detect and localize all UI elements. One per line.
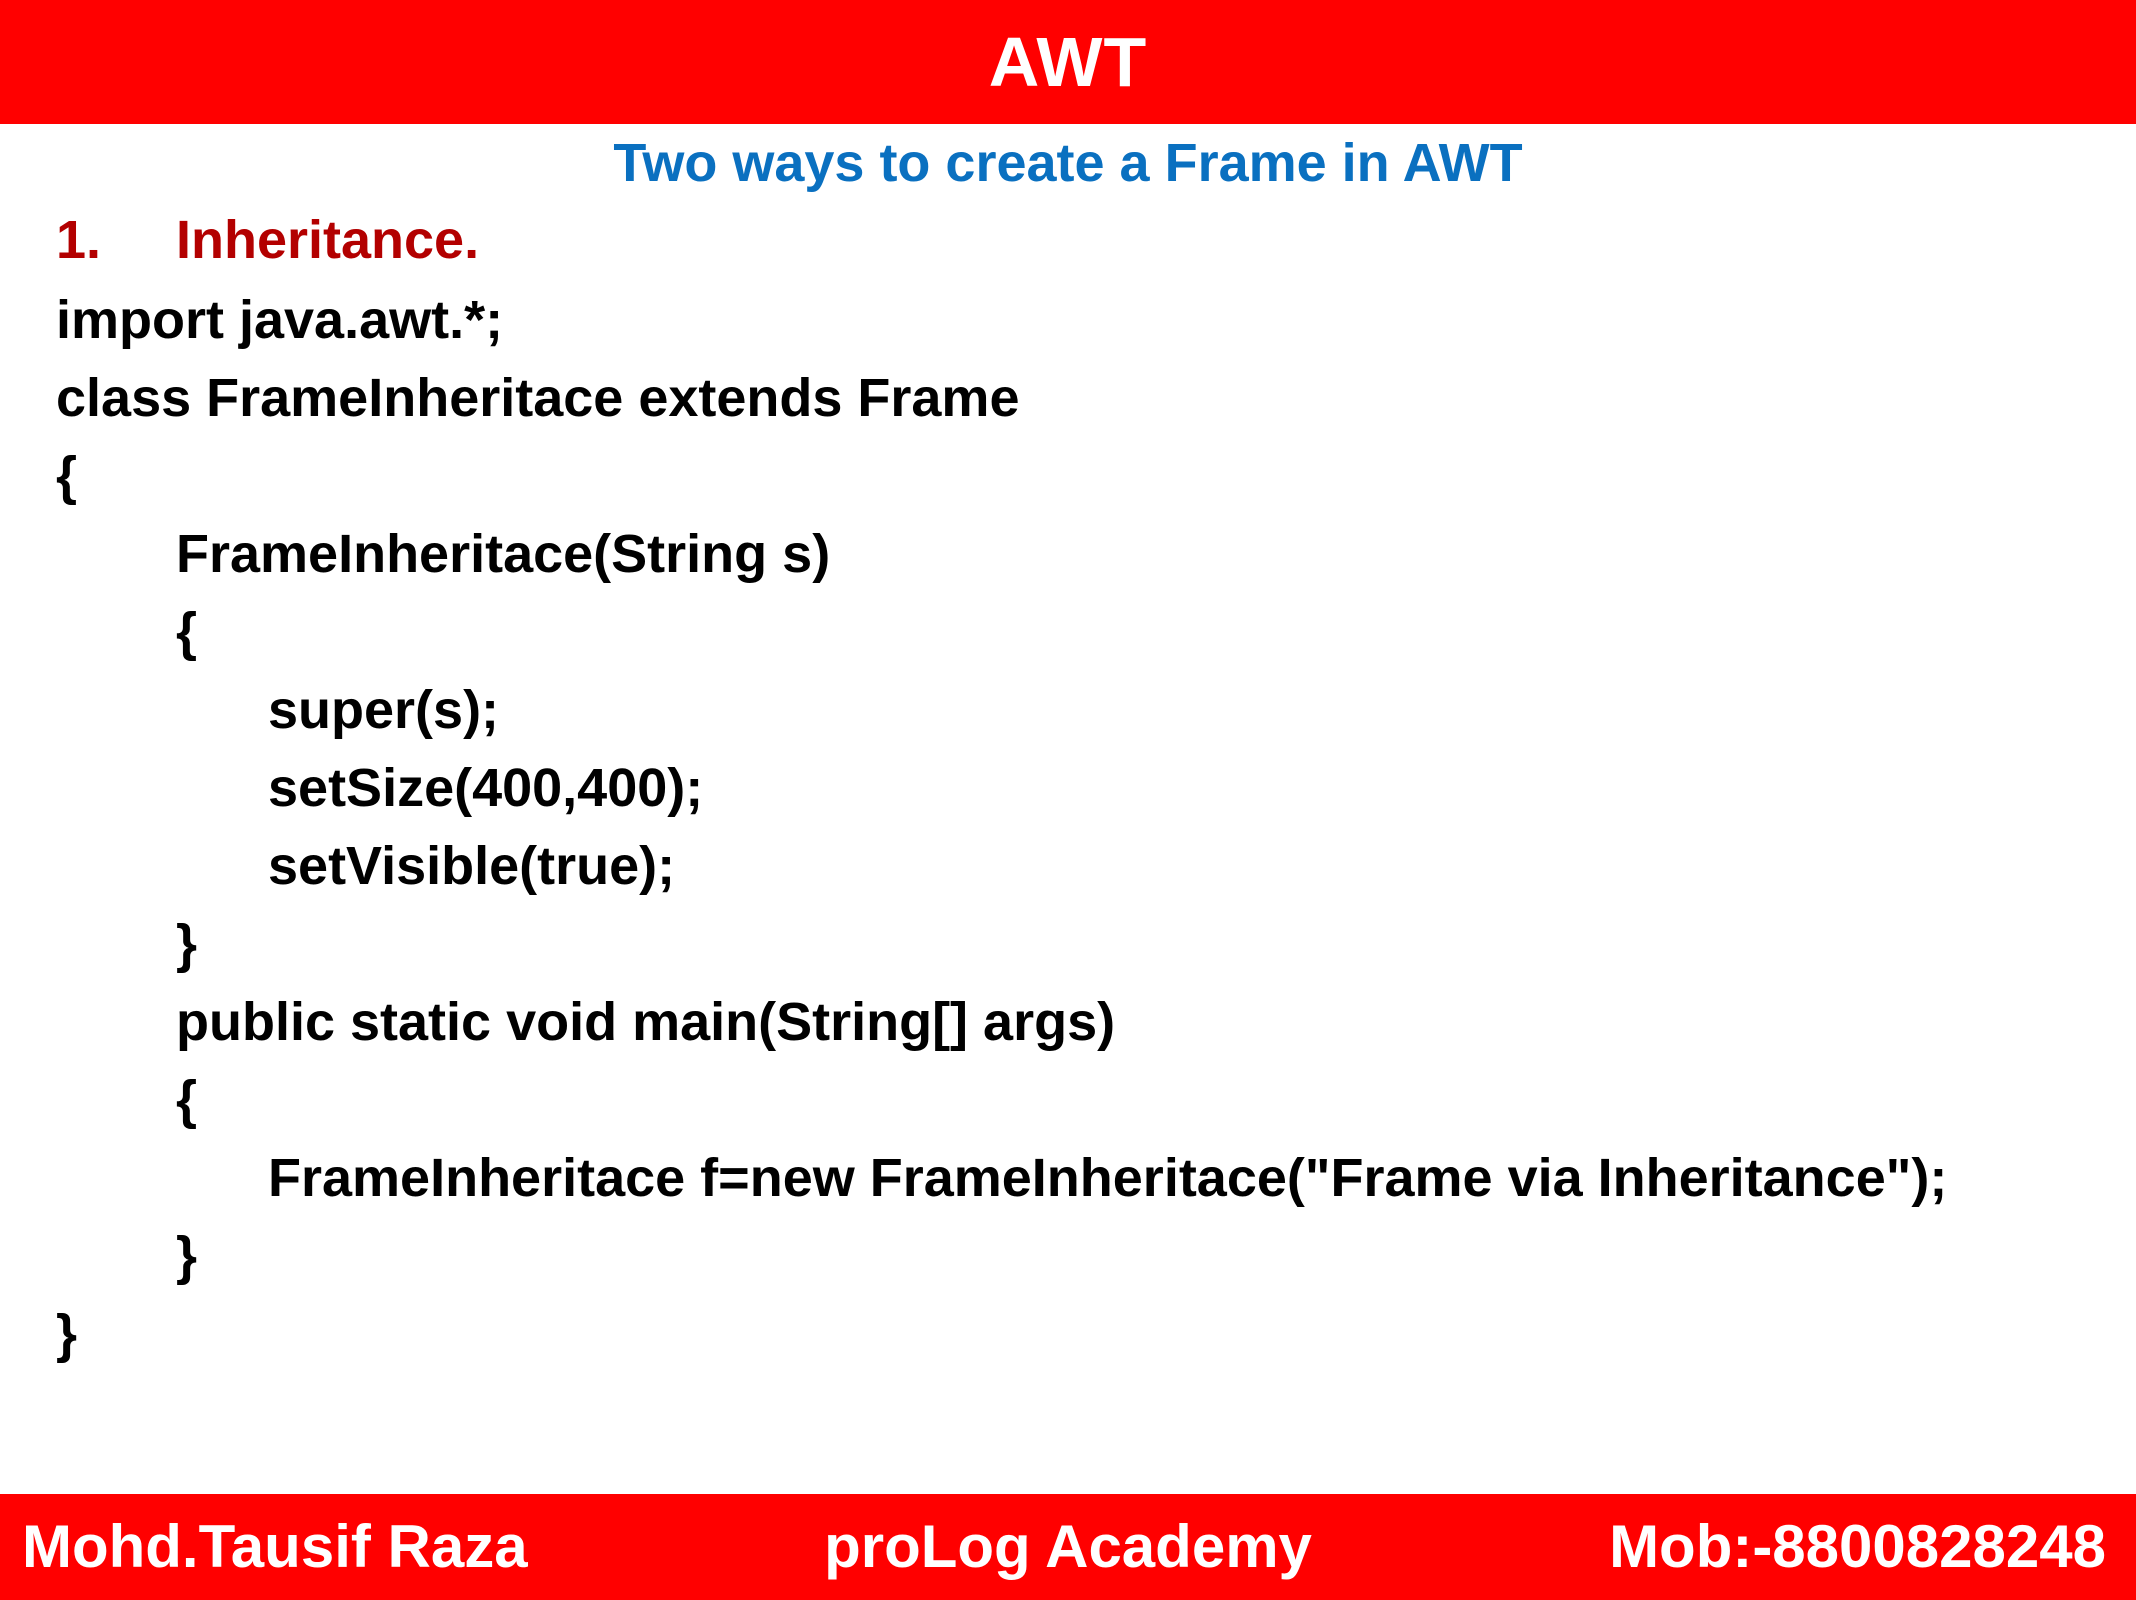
footer-academy: proLog Academy bbox=[824, 1513, 1312, 1580]
header-bar: AWT bbox=[0, 0, 2136, 124]
slide-subtitle: Two ways to create a Frame in AWT bbox=[613, 133, 1523, 193]
footer-bar: proLog Academy Mohd.Tausif Raza Mob:-880… bbox=[0, 1494, 2136, 1600]
footer-mobile: Mob:-8800828248 bbox=[1609, 1513, 2106, 1580]
code-line: setSize(400,400); bbox=[268, 758, 704, 818]
code-line: } bbox=[56, 1304, 78, 1364]
code-line: class FrameInheritace extends Frame bbox=[56, 368, 1020, 428]
code-line: { bbox=[176, 602, 198, 662]
code-block: import java.awt.*; class FrameInheritace… bbox=[56, 281, 2116, 1373]
code-line: } bbox=[176, 1226, 198, 1286]
code-line: import java.awt.*; bbox=[56, 290, 504, 350]
code-line: FrameInheritace f=new FrameInheritace("F… bbox=[268, 1148, 1948, 1208]
code-line: { bbox=[56, 446, 78, 506]
slide-title: AWT bbox=[988, 23, 1148, 101]
section-title: Inheritance. bbox=[176, 210, 480, 270]
code-line: public static void main(String[] args) bbox=[176, 992, 1116, 1052]
footer-author: Mohd.Tausif Raza bbox=[22, 1513, 528, 1580]
section-number: 1. bbox=[56, 210, 102, 270]
code-line: FrameInheritace(String s) bbox=[176, 524, 831, 584]
code-line: { bbox=[176, 1070, 198, 1130]
code-line: } bbox=[176, 914, 198, 974]
section-heading: 1. Inheritance. bbox=[56, 205, 479, 275]
code-line: super(s); bbox=[268, 680, 500, 740]
code-line: setVisible(true); bbox=[268, 836, 676, 896]
